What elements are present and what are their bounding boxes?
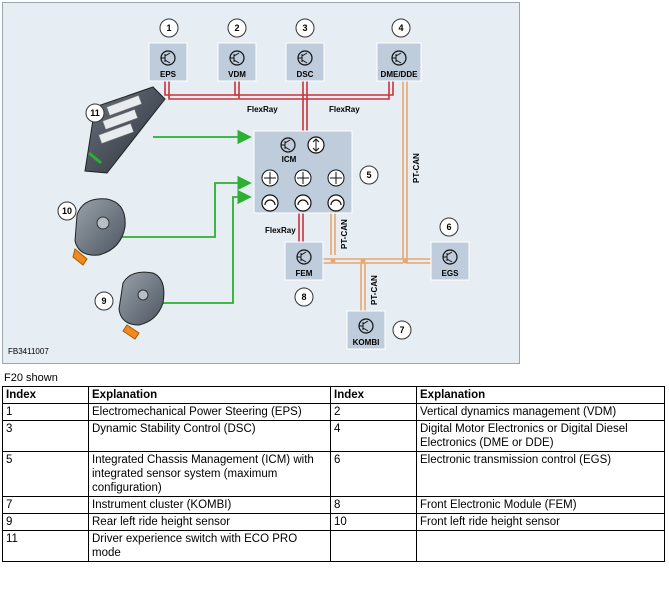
svg-text:11: 11 xyxy=(90,108,100,118)
cell-explanation: Rear left ride height sensor xyxy=(88,513,331,531)
svg-text:7: 7 xyxy=(399,325,404,335)
callout-3: 3 xyxy=(295,18,315,38)
cell-index: 6 xyxy=(330,451,417,497)
cell-index: 1 xyxy=(2,403,89,421)
legend-table: Index Explanation Index Explanation 1 El… xyxy=(2,386,665,562)
cell-explanation: Dynamic Stability Control (DSC) xyxy=(88,420,331,452)
header-explanation-1: Explanation xyxy=(88,386,331,404)
figure-code: FB3411007 xyxy=(8,347,49,356)
callout-11: 11 xyxy=(85,103,105,123)
svg-text:1: 1 xyxy=(166,23,171,33)
rotation-sensor-icon xyxy=(261,194,345,212)
header-index-1: Index xyxy=(2,386,89,404)
flexray-label-3: FlexRay xyxy=(265,226,296,235)
ptcan-label-1: PT-CAN xyxy=(412,153,421,183)
module-label-dsc: DSC xyxy=(297,70,314,79)
flexray-label-1: FlexRay xyxy=(247,105,278,114)
cell-index: 2 xyxy=(330,403,417,421)
diagram-svg: FlexRay FlexRay FlexRay PT-CAN PT-CAN PT… xyxy=(8,18,470,356)
module-label-icm: ICM xyxy=(282,155,297,164)
callout-9: 9 xyxy=(94,291,114,311)
cell-index: 3 xyxy=(2,420,89,452)
cell-index: 11 xyxy=(2,530,89,562)
acceleration-sensor-icon xyxy=(261,169,345,187)
cell-explanation: Electronic transmission control (EGS) xyxy=(416,451,665,497)
table-row: 7 Instrument cluster (KOMBI) 8 Front Ele… xyxy=(2,496,665,514)
svg-text:3: 3 xyxy=(302,23,307,33)
figure-caption: F20 shown xyxy=(4,372,58,384)
callout-numbers: 1 2 3 4 5 6 7 8 9 10 11 xyxy=(57,18,459,340)
svg-text:10: 10 xyxy=(62,206,72,216)
table-row: 3 Dynamic Stability Control (DSC) 4 Digi… xyxy=(2,420,665,452)
module-label-fem: FEM xyxy=(296,269,313,278)
callout-2: 2 xyxy=(227,18,247,38)
callout-7: 7 xyxy=(392,320,412,340)
callout-1: 1 xyxy=(159,18,179,38)
legend-header-row: Index Explanation Index Explanation xyxy=(2,386,665,404)
svg-text:5: 5 xyxy=(366,170,371,180)
table-row: 9 Rear left ride height sensor 10 Front … xyxy=(2,513,665,531)
cell-index: 4 xyxy=(330,420,417,452)
table-row: 5 Integrated Chassis Management (ICM) wi… xyxy=(2,451,665,497)
svg-text:6: 6 xyxy=(446,222,451,232)
svg-text:4: 4 xyxy=(398,23,403,33)
svg-text:8: 8 xyxy=(301,292,306,302)
network-diagram: FlexRay FlexRay FlexRay PT-CAN PT-CAN PT… xyxy=(2,2,520,364)
table-row: 1 Electromechanical Power Steering (EPS)… xyxy=(2,403,665,421)
ptcan-label-2: PT-CAN xyxy=(340,219,349,249)
module-dme: DME/DDE xyxy=(376,42,422,82)
flexray-bus xyxy=(164,81,394,242)
callout-5: 5 xyxy=(359,165,379,185)
callout-10: 10 xyxy=(57,201,77,221)
cell-explanation: Digital Motor Electronics or Digital Die… xyxy=(416,420,665,452)
module-vdm: VDM xyxy=(217,42,257,82)
cell-index: 10 xyxy=(330,513,417,531)
svg-text:2: 2 xyxy=(234,23,239,33)
table-row: 11 Driver experience switch with ECO PRO… xyxy=(2,530,665,562)
cell-explanation: Front Electronic Module (FEM) xyxy=(416,496,665,514)
cell-explanation: Front left ride height sensor xyxy=(416,513,665,531)
module-label-kombi: KOMBI xyxy=(353,338,380,347)
module-icm: ICM xyxy=(253,130,353,214)
cell-explanation xyxy=(416,530,665,562)
callout-8: 8 xyxy=(294,287,314,307)
front-ride-height-sensor-image xyxy=(72,198,126,266)
cell-index xyxy=(330,530,417,562)
header-index-2: Index xyxy=(330,386,417,404)
module-fem: FEM xyxy=(284,241,324,281)
header-explanation-2: Explanation xyxy=(416,386,665,404)
cell-index: 5 xyxy=(2,451,89,497)
module-label-eps: EPS xyxy=(160,70,177,79)
cell-explanation: Electromechanical Power Steering (EPS) xyxy=(88,403,331,421)
cell-explanation: Driver experience switch with ECO PRO mo… xyxy=(88,530,331,562)
cell-index: 7 xyxy=(2,496,89,514)
rear-ride-height-sensor-image xyxy=(118,271,165,340)
module-label-vdm: VDM xyxy=(228,70,246,79)
module-label-dme: DME/DDE xyxy=(381,70,419,79)
cell-index: 8 xyxy=(330,496,417,514)
eco-pro-switch-image xyxy=(84,86,166,174)
flexray-label-2: FlexRay xyxy=(329,105,360,114)
callout-4: 4 xyxy=(391,18,411,38)
module-kombi: KOMBI xyxy=(346,310,386,350)
cell-explanation: Instrument cluster (KOMBI) xyxy=(88,496,331,514)
module-eps: EPS xyxy=(148,42,188,82)
ptcan-label-3: PT-CAN xyxy=(370,275,379,305)
module-dsc: DSC xyxy=(285,42,325,82)
cell-explanation: Integrated Chassis Management (ICM) with… xyxy=(88,451,331,497)
cell-explanation: Vertical dynamics management (VDM) xyxy=(416,403,665,421)
sensor-lines xyxy=(121,129,252,304)
module-label-egs: EGS xyxy=(442,269,460,278)
callout-6: 6 xyxy=(439,217,459,237)
cell-index: 9 xyxy=(2,513,89,531)
module-egs: EGS xyxy=(430,241,470,281)
svg-text:9: 9 xyxy=(101,296,106,306)
